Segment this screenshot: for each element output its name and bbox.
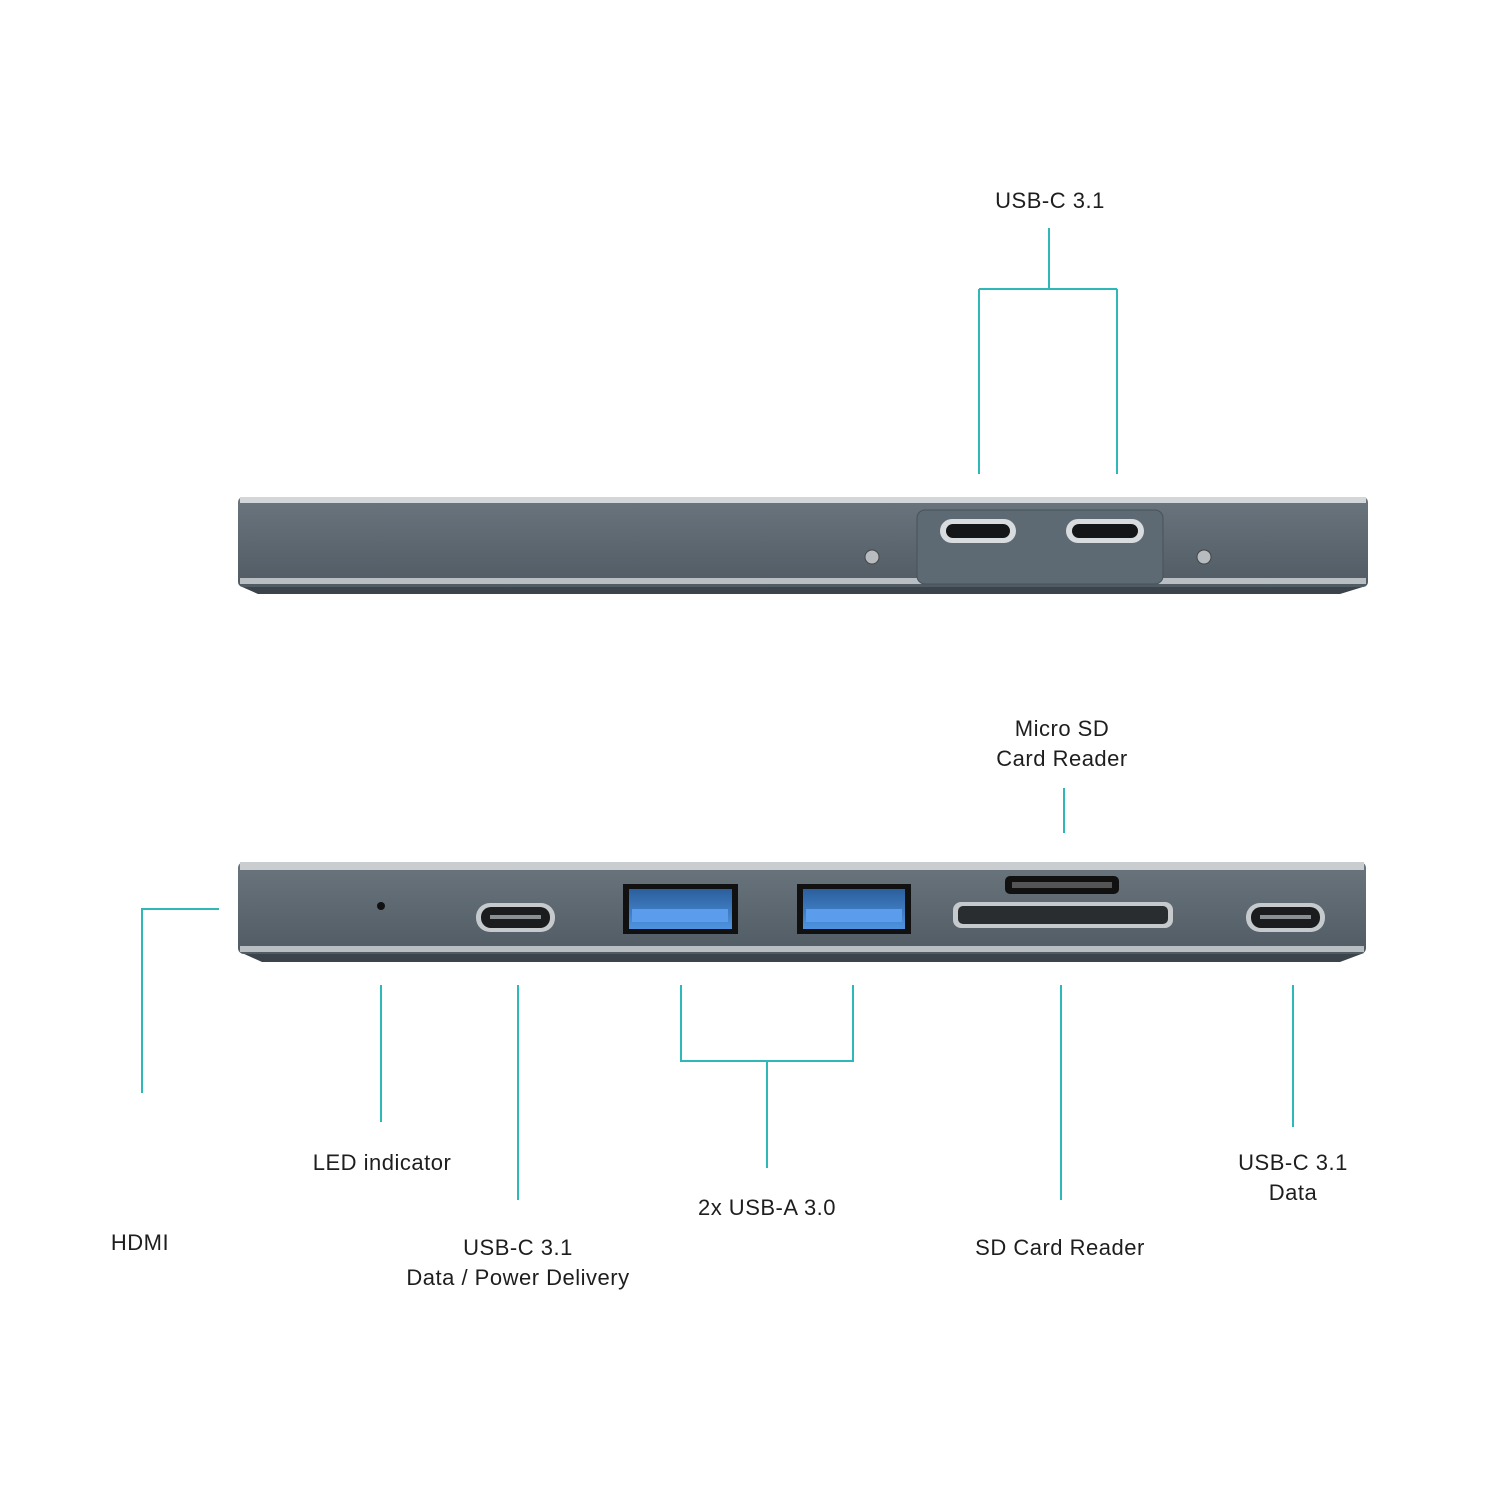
usb-c-port-pd — [476, 903, 555, 932]
usb-a-port-1 — [623, 884, 738, 934]
micro-sd-slot — [1005, 876, 1119, 894]
hub-front-view — [238, 862, 1366, 962]
callout-usb-c-top — [978, 228, 1118, 474]
label-hdmi: HDMI — [110, 1230, 170, 1255]
label-usb-c-data: USB-C 3.1 Data — [1238, 1148, 1348, 1208]
sd-card-slot — [953, 902, 1173, 928]
hub-top-view — [238, 497, 1368, 594]
label-led: LED indicator — [312, 1150, 452, 1175]
usb-a-port-2 — [797, 884, 911, 934]
usb-c-port-top-1 — [940, 519, 1016, 543]
callout-lines — [141, 228, 1294, 1200]
led-indicator — [377, 902, 385, 910]
label-line: Micro SD — [1014, 716, 1110, 741]
usb-c-port-data — [1246, 903, 1325, 932]
screw-icon — [1196, 549, 1212, 565]
label-line: Card Reader — [996, 746, 1128, 771]
callout-hdmi — [141, 908, 219, 1093]
label-line: Data — [1268, 1180, 1318, 1205]
label-line: USB-C 3.1 — [463, 1235, 573, 1260]
label-usb-a: 2x USB-A 3.0 — [697, 1195, 837, 1220]
label-usb-c-pd: USB-C 3.1 Data / Power Delivery — [406, 1233, 629, 1293]
label-sd: SD Card Reader — [975, 1235, 1145, 1260]
label-line: USB-C 3.1 — [1238, 1150, 1348, 1175]
label-line: Data / Power Delivery — [406, 1265, 630, 1290]
callout-usb-a — [680, 985, 854, 1168]
label-micro-sd: Micro SD Card Reader — [996, 714, 1127, 774]
label-usb-c-top: USB-C 3.1 — [995, 188, 1105, 213]
screw-icon — [864, 549, 880, 565]
usb-c-port-top-2 — [1066, 519, 1144, 543]
